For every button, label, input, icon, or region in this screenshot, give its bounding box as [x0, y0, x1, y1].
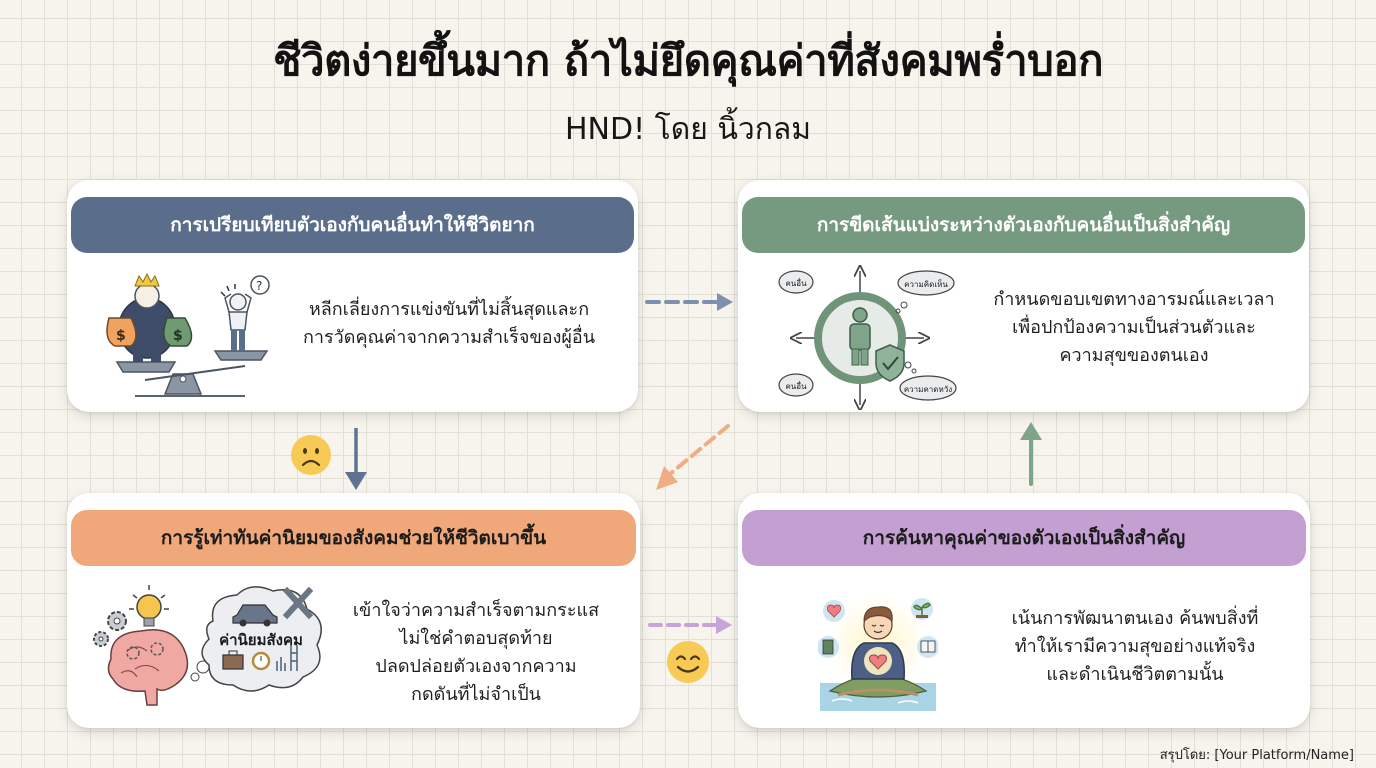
- card-heading: การเปรียบเทียบตัวเองกับคนอื่นทำให้ชีวิตย…: [71, 197, 634, 253]
- card-description: กำหนดขอบเขตทางอารมณ์และเวลา เพื่อปกป้องค…: [993, 289, 1275, 366]
- card-heading: การค้นหาคุณค่าของตัวเองเป็นสิ่งสำคัญ: [742, 510, 1306, 566]
- svg-text:คนอื่น: คนอื่น: [785, 277, 807, 288]
- brain-thinking-social-values-icon: ค่านิยมสังคม: [93, 585, 322, 706]
- card-description: หลีกเลี่ยงการแข่งขันที่ไม่สิ้นสุดและก กา…: [302, 299, 596, 348]
- card-description: เน้นการพัฒนาตนเอง ค้นพบสิ่งที่ ทำให้เราม…: [1011, 608, 1259, 685]
- svg-text:$: $: [116, 328, 126, 344]
- svg-text:$: $: [173, 328, 183, 344]
- dashed-arrow-right-icon: [648, 616, 732, 634]
- arrow-down-icon: [345, 428, 367, 490]
- card-description: เข้าใจว่าความสำเร็จตามกระแส ไม่ใช่คำตอบส…: [352, 600, 600, 705]
- smiling-face-icon: [667, 641, 709, 683]
- page-subtitle: HND! โดย นิ้วกลม: [564, 112, 812, 147]
- personal-boundary-shield-icon: คนอื่น ความคิดเห็น คนอื่น ความคาดหวัง: [778, 265, 957, 410]
- person-heart-island-icon: [818, 595, 938, 711]
- card-awareness: การรู้เท่าทันค่านิยมของสังคมช่วยให้ชีวิต…: [67, 493, 640, 728]
- scale-rich-vs-stressed-icon: $ $ ?: [106, 272, 270, 397]
- dashed-arrow-right-icon: [645, 293, 733, 311]
- svg-text:คนอื่น: คนอื่น: [785, 380, 807, 391]
- svg-text:ความคิดเห็น: ความคิดเห็น: [904, 279, 948, 289]
- footer-credit: สรุปโดย: [Your Platform/Name]: [1159, 748, 1354, 763]
- card-heading: การขีดเส้นแบ่งระหว่างตัวเองกับคนอื่นเป็น…: [742, 197, 1305, 253]
- svg-text:ค่านิยมสังคม: ค่านิยมสังคม: [219, 631, 303, 649]
- sad-face-icon: [291, 435, 331, 475]
- dashed-arrow-down-left-icon: [656, 424, 730, 490]
- arrow-up-icon: [1020, 422, 1042, 486]
- page-title: ชีวิตง่ายขึ้นมาก ถ้าไม่ยึดคุณค่าที่สังคม…: [272, 36, 1104, 85]
- svg-text:ความคาดหวัง: ความคาดหวัง: [904, 385, 952, 394]
- card-boundaries: การขีดเส้นแบ่งระหว่างตัวเองกับคนอื่นเป็น…: [738, 180, 1309, 412]
- card-self-worth: การค้นหาคุณค่าของตัวเองเป็นสิ่งสำคัญ: [738, 493, 1310, 728]
- card-comparison: การเปรียบเทียบตัวเองกับคนอื่นทำให้ชีวิตย…: [67, 180, 638, 412]
- svg-text:?: ?: [256, 279, 262, 293]
- card-heading: การรู้เท่าทันค่านิยมของสังคมช่วยให้ชีวิต…: [71, 510, 636, 566]
